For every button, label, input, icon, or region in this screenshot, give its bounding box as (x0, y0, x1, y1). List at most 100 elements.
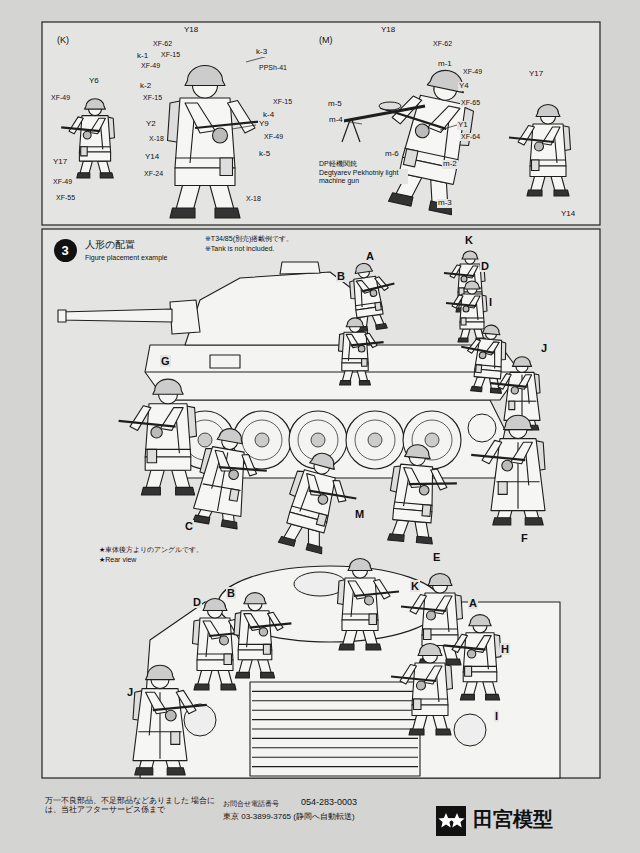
figure-letter: D (192, 596, 202, 608)
paint-callout: XF-65 (460, 99, 481, 107)
soldier-figure (401, 574, 463, 666)
paint-callout: XF-15 (272, 98, 293, 106)
wheel-hub (198, 433, 212, 447)
figure-letter: A (468, 597, 478, 609)
part-number: m-5 (327, 100, 343, 109)
part-number: k-4 (262, 111, 275, 120)
figure-letter: E (432, 551, 441, 563)
fender-line (145, 371, 520, 372)
step-number-circle: 3 (54, 239, 77, 262)
paint-callout: XF-49 (263, 133, 284, 141)
figure-letter: K (410, 580, 420, 592)
paint-callout: XF-15 (142, 94, 163, 102)
part-number: k-2 (139, 82, 152, 91)
figure-letter: K (464, 234, 474, 246)
part-number: Y14 (560, 210, 576, 219)
part-number: Y17 (528, 70, 544, 79)
paint-callout: X-18 (148, 135, 165, 143)
maker-name: 田宮模型 (472, 808, 554, 830)
road-wheel-rim (242, 420, 282, 460)
part-number: Y18 (183, 26, 199, 35)
wheel-hub (368, 433, 382, 447)
soldier-figure (362, 58, 483, 215)
service-note: 万一不良部品、不足部品などありました 場合には、当社アフターサービス係まで (44, 797, 218, 815)
grille-slat (252, 738, 418, 739)
figure-letter: I (494, 710, 499, 722)
step-number: 3 (61, 244, 68, 257)
soldier-figure (386, 443, 460, 546)
soldier-figure (338, 559, 400, 651)
figure-heading: (M) (318, 36, 334, 46)
muzzle (58, 310, 66, 322)
commander-cupola (280, 262, 320, 274)
soldier-figure (119, 379, 197, 495)
figure-letter: D (480, 260, 490, 272)
wheel-hub (425, 433, 439, 447)
paint-callout: XF-15 (160, 51, 181, 59)
grille-slat (252, 757, 418, 758)
figure-letter: J (126, 686, 134, 698)
maker-logo (436, 806, 466, 836)
stowage-box (210, 355, 240, 368)
part-number: m-1 (437, 60, 453, 69)
engine-grille (250, 682, 420, 776)
part-number: Y4 (458, 82, 470, 91)
soldier-figure (61, 99, 114, 178)
leader-line (232, 125, 256, 129)
grille-slat (252, 747, 418, 748)
part-number: m-2 (442, 160, 458, 169)
drive-sprocket (468, 414, 496, 442)
soldier-figure (444, 615, 501, 700)
part-number: Y2 (145, 120, 157, 129)
figure-letter: B (336, 270, 346, 282)
gun-mantlet (170, 300, 200, 334)
weapon-name: Degtyarev Pekhotniy light machine gun (318, 169, 408, 184)
paint-callout: XF-49 (50, 94, 71, 102)
paint-callout: XF-64 (460, 133, 481, 141)
paint-callout: XF-62 (432, 40, 453, 48)
phone-number: 054-283-0003 (300, 798, 358, 808)
figure-letter: G (160, 355, 171, 367)
part-number: Y1 (457, 121, 469, 130)
leader-line (440, 125, 457, 130)
figure-letter: I (488, 296, 493, 308)
road-wheel (289, 411, 347, 469)
grille-slat (252, 719, 418, 720)
figure-letter: C (184, 520, 194, 532)
part-number: Y17 (52, 158, 68, 167)
paint-callout: XF-55 (55, 194, 76, 202)
road-wheel (346, 411, 404, 469)
tank-hull (145, 345, 520, 400)
paint-callout: XF-24 (143, 170, 164, 178)
road-wheel (403, 411, 461, 469)
gun-barrel (60, 309, 172, 322)
figure-letter: A (365, 250, 375, 262)
paint-callout: XF-49 (140, 62, 161, 70)
note: ★車体後方よりのアングルです。 (98, 546, 204, 554)
rear-hull (140, 602, 560, 778)
part-number: Y6 (88, 77, 100, 86)
soldier-figure (346, 260, 400, 333)
figure-heading: (K) (56, 36, 70, 46)
wheel-hub (255, 433, 269, 447)
figure-letter: B (226, 587, 236, 599)
soldier-figure (391, 644, 453, 736)
contact-note: お問合せ電話番号 (222, 800, 280, 808)
step-panel (42, 229, 600, 778)
note: ※T34/85(別売)搭載例です。 (204, 235, 294, 243)
part-number: m-3 (437, 199, 453, 208)
part-number: m-6 (384, 150, 400, 159)
soldier-figure (471, 415, 545, 525)
logo-star (438, 813, 453, 827)
part-number: Y14 (144, 153, 160, 162)
drum-magazine (379, 102, 401, 110)
paint-callout: XF-49 (52, 178, 73, 186)
figure-letter: M (354, 508, 365, 520)
soldier-figure (133, 665, 207, 775)
parts-panel (42, 22, 600, 225)
part-number: k-5 (258, 150, 271, 159)
paint-callout: XF-49 (462, 68, 483, 76)
step-title: Figure placement example (84, 254, 169, 262)
logo-star (449, 813, 464, 827)
